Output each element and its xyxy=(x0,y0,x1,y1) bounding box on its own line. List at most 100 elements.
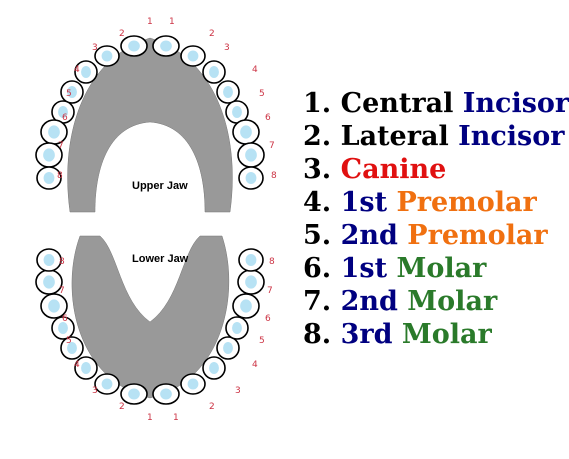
legend-word-primary: 1st xyxy=(341,187,388,218)
legend-word-primary: 3rd xyxy=(341,319,393,350)
lower_jaw-number-right-6: 6 xyxy=(265,314,271,324)
upper-tooth-glow-left-2 xyxy=(101,50,113,62)
lower_jaw-number-left-6: 6 xyxy=(62,314,68,324)
upper_jaw-number-right-6: 6 xyxy=(265,113,271,123)
lower-tooth-glow-right-3 xyxy=(209,361,219,375)
legend-number: 6. xyxy=(303,253,341,284)
legend-word-secondary: Premolar xyxy=(398,220,548,251)
lower_jaw-number-right-8: 8 xyxy=(269,257,275,267)
upper-tooth-glow-right-6 xyxy=(240,125,252,139)
legend-number: 4. xyxy=(303,187,341,218)
lower-tooth-glow-left-7 xyxy=(43,275,55,289)
upper_jaw-number-left-3: 3 xyxy=(92,43,98,53)
lower_jaw-number-right-4: 4 xyxy=(252,360,258,370)
legend-word-secondary: Premolar xyxy=(387,187,537,218)
upper-tooth-glow-left-3 xyxy=(81,65,91,79)
lower_jaw-number-right-7: 7 xyxy=(267,286,273,296)
upper-teeth xyxy=(35,35,265,190)
upper-tooth-glow-right-3 xyxy=(209,65,219,79)
upper_jaw-number-right-5: 5 xyxy=(259,89,265,99)
legend-row-2: 2. Lateral Incisor xyxy=(303,121,565,152)
lower_jaw-number-right-3: 3 xyxy=(235,386,241,396)
upper-tooth-glow-right-8 xyxy=(245,171,257,185)
legend-row-4: 4. 1st Premolar xyxy=(303,187,537,218)
upper-tooth-glow-left-8 xyxy=(43,171,55,185)
upper-tooth-glow-right-4 xyxy=(223,85,233,99)
upper_jaw-number-left-5: 5 xyxy=(66,89,72,99)
lower-tooth-glow-right-7 xyxy=(245,275,257,289)
legend-word-primary: 2nd xyxy=(341,220,398,251)
lower-tooth-glow-right-4 xyxy=(223,341,233,355)
upper_jaw-number-left-7: 7 xyxy=(58,141,64,151)
lower-tooth-glow-right-8 xyxy=(245,253,257,267)
lower_jaw-number-right-5: 5 xyxy=(259,336,265,346)
lower-tooth-glow-right-6 xyxy=(240,299,252,313)
legend-number: 8. xyxy=(303,319,341,350)
upper_jaw-number-left-1: 1 xyxy=(147,17,153,27)
lower-teeth xyxy=(35,248,265,405)
legend-row-1: 1. Central Incisor xyxy=(303,88,569,119)
lower_jaw-number-center: 1 xyxy=(173,413,179,423)
upper-tooth-glow-left-7 xyxy=(43,148,55,162)
lower-tooth-numbers: 1 2 3 4 5 6 7 8 1 2 3 4 5 6 7 8 xyxy=(59,257,275,423)
upper_jaw-number-center: 1 xyxy=(169,17,175,27)
legend-row-6: 6. 1st Molar xyxy=(303,253,487,284)
lower_jaw-number-left-3: 3 xyxy=(92,386,98,396)
upper-jaw-label: Upper Jaw xyxy=(132,180,188,192)
lower-jaw-label: Lower Jaw xyxy=(132,253,189,265)
upper_jaw-number-right-4: 4 xyxy=(252,65,258,75)
lower-tooth-glow-right-2 xyxy=(187,378,199,390)
lower-tooth-glow-left-1 xyxy=(128,388,140,400)
legend-number: 5. xyxy=(303,220,341,251)
lower_jaw-number-right-2: 2 xyxy=(209,402,215,412)
lower_jaw-number-left-8: 8 xyxy=(59,257,65,267)
upper-tooth-glow-right-7 xyxy=(245,148,257,162)
upper-tooth-glow-left-1 xyxy=(128,40,140,52)
legend-word-secondary: Incisor xyxy=(449,121,566,152)
upper-tooth-glow-left-4 xyxy=(67,85,77,99)
lower-tooth-glow-right-5 xyxy=(232,321,242,335)
legend-word-primary: 1st xyxy=(341,253,388,284)
legend-word-primary: Canine xyxy=(341,154,447,185)
lower_jaw-number-left-5: 5 xyxy=(66,336,72,346)
legend-row-5: 5. 2nd Premolar xyxy=(303,220,548,251)
upper_jaw-number-right-2: 2 xyxy=(209,29,215,39)
legend-word-primary: 2nd xyxy=(341,286,398,317)
upper_jaw-number-right-7: 7 xyxy=(269,141,275,151)
legend-row-3: 3. Canine xyxy=(303,154,446,185)
lower_jaw-number-left-7: 7 xyxy=(59,286,65,296)
upper_jaw-number-left-2: 2 xyxy=(119,29,125,39)
lower-tooth-glow-left-3 xyxy=(81,361,91,375)
upper-tooth-glow-left-6 xyxy=(48,125,60,139)
legend-word-secondary: Molar xyxy=(392,319,492,350)
upper_jaw-number-right-8: 8 xyxy=(271,171,277,181)
lower-tooth-glow-left-5 xyxy=(58,321,68,335)
legend-word-primary: Central xyxy=(341,88,454,119)
lower-tooth-glow-left-4 xyxy=(67,341,77,355)
upper_jaw-number-left-8: 8 xyxy=(57,171,63,181)
upper_jaw-number-right-3: 3 xyxy=(224,43,230,53)
lower-tooth-glow-right-1 xyxy=(160,388,172,400)
lower-jaw-gum xyxy=(71,235,230,399)
legend-word-secondary: Molar xyxy=(398,286,498,317)
lower_jaw-number-left-4: 4 xyxy=(74,360,80,370)
legend-row-7: 7. 2nd Molar xyxy=(303,286,498,317)
lower_jaw-number-left-1: 1 xyxy=(147,413,153,423)
upper-jaw-gum xyxy=(67,37,233,213)
upper-tooth-glow-right-1 xyxy=(160,40,172,52)
legend-word-secondary: Molar xyxy=(387,253,487,284)
upper_jaw-number-left-6: 6 xyxy=(62,113,68,123)
legend-row-8: 8. 3rd Molar xyxy=(303,319,493,350)
legend-number: 2. xyxy=(303,121,341,152)
legend-number: 3. xyxy=(303,154,341,185)
upper-tooth-glow-right-5 xyxy=(232,105,242,119)
lower_jaw-number-left-2: 2 xyxy=(119,402,125,412)
lower-tooth-glow-left-6 xyxy=(48,299,60,313)
legend-word-primary: Lateral xyxy=(341,121,449,152)
upper-tooth-glow-right-2 xyxy=(187,50,199,62)
legend-number: 7. xyxy=(303,286,341,317)
lower-tooth-glow-left-2 xyxy=(101,378,113,390)
upper_jaw-number-left-4: 4 xyxy=(74,65,80,75)
